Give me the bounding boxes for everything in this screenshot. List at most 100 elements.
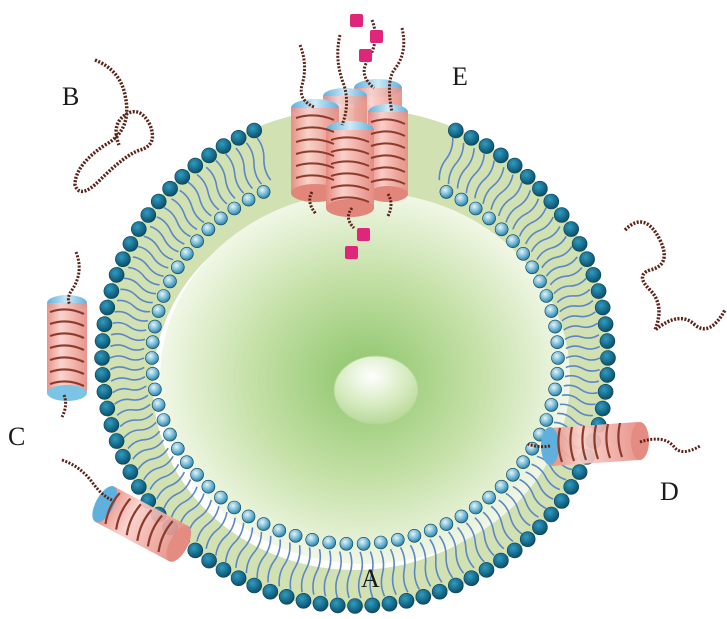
lipid-head-group — [591, 284, 606, 299]
lipid-head-group — [580, 252, 595, 267]
label-c: C — [8, 424, 25, 450]
lipid-head-group — [146, 367, 159, 380]
lipid-head-group — [549, 320, 562, 333]
transmembrane-protein-d — [528, 422, 700, 466]
lipid-head-group — [540, 414, 553, 427]
label-e: E — [452, 64, 468, 90]
lipid-head-group — [323, 536, 336, 549]
lipid-head-group — [95, 334, 110, 349]
lipid-head-group — [408, 529, 421, 542]
lipid-head-group — [279, 589, 294, 604]
lipid-head-group — [520, 169, 535, 184]
lipid-head-group — [171, 261, 184, 274]
lipid-head-group — [97, 317, 112, 332]
lipid-head-group — [600, 334, 615, 349]
lipid-head-group — [313, 596, 328, 611]
lipid-head-group — [191, 468, 204, 481]
lipid-head-group — [595, 401, 610, 416]
lipid-head-group — [564, 479, 579, 494]
lipid-head-group — [595, 300, 610, 315]
lipid-head-group — [545, 305, 558, 318]
lipid-head-group — [520, 532, 535, 547]
lipid-head-group — [464, 571, 479, 586]
lipid-head-group — [551, 336, 564, 349]
lipid-head-group — [455, 510, 468, 523]
lipid-head-group — [554, 494, 569, 509]
lipid-head-group — [382, 596, 397, 611]
lipid-head-group — [306, 533, 319, 546]
ligand — [359, 49, 372, 62]
lipid-head-group — [540, 290, 553, 303]
lipid-head-group — [164, 275, 177, 288]
lipid-head-group — [544, 507, 559, 522]
lipid-head-group — [495, 223, 508, 236]
ligand — [370, 30, 383, 43]
lipid-head-group — [564, 222, 579, 237]
lipid-head-group — [549, 383, 562, 396]
lipid-head-group — [365, 598, 380, 613]
lipid-head-group — [123, 465, 138, 480]
lipid-head-group — [152, 398, 165, 411]
lipid-head-group — [440, 518, 453, 531]
lipid-head-group — [455, 193, 468, 206]
lipid-head-group — [151, 194, 166, 209]
unstructured-chain — [300, 45, 314, 107]
lipid-head-group — [115, 252, 130, 267]
lipid-head-group — [157, 290, 170, 303]
lipid-head-group — [242, 510, 255, 523]
lipid-head-group — [464, 130, 479, 145]
unstructured-chain-b — [75, 60, 152, 191]
lipid-head-group — [424, 524, 437, 537]
lipid-head-group — [214, 491, 227, 504]
label-d: D — [660, 479, 679, 505]
label-b: B — [62, 84, 79, 110]
unstructured-chain — [640, 439, 700, 451]
lipid-head-group — [517, 247, 530, 260]
lipid-head-group — [214, 212, 227, 225]
lipid-head-group — [231, 130, 246, 145]
channel-protein-e — [291, 20, 408, 228]
transmembrane-protein-c — [47, 252, 87, 417]
helix-cylinder — [326, 121, 374, 217]
lipid-head-group — [507, 543, 522, 558]
lipid-head-group — [493, 148, 508, 163]
lipid-head-group — [586, 267, 601, 282]
nucleus — [334, 356, 418, 424]
lipid-head-group — [228, 501, 241, 514]
lipid-head-group — [188, 543, 203, 558]
lipid-head-group — [242, 193, 255, 206]
lipid-head-group — [100, 300, 115, 315]
lipid-head-group — [131, 479, 146, 494]
lipid-head-group — [152, 305, 165, 318]
lipid-head-group — [598, 317, 613, 332]
lipid-head-group — [146, 336, 159, 349]
lipid-head-group — [104, 417, 119, 432]
lipid-head-group — [506, 468, 519, 481]
lipid-head-group — [146, 352, 159, 365]
lipid-head-group — [493, 553, 508, 568]
lipid-head-group — [495, 480, 508, 493]
lipid-head-group — [506, 235, 519, 248]
lipid-head-group — [273, 524, 286, 537]
lipid-head-group — [202, 223, 215, 236]
lipid-head-group — [601, 351, 616, 366]
lipid-head-group — [180, 456, 193, 469]
lipid-head-group — [448, 578, 463, 593]
lipid-head-group — [517, 456, 530, 469]
lipid-head-group — [572, 236, 587, 251]
label-a: A — [361, 566, 380, 592]
ligand — [357, 228, 370, 241]
ligand — [345, 246, 358, 259]
lipid-head-group — [216, 139, 231, 154]
lipid-head-group — [202, 480, 215, 493]
lipid-head-group — [600, 367, 615, 382]
lipid-head-group — [532, 520, 547, 535]
lipid-head-group — [416, 589, 431, 604]
lipid-head-group — [171, 442, 184, 455]
lipid-head-group — [469, 202, 482, 215]
lipid-head-group — [95, 351, 110, 366]
lipid-head-group — [202, 553, 217, 568]
lipid-head-group — [330, 598, 345, 613]
lipid-head-group — [175, 169, 190, 184]
lipid-head-group — [552, 352, 565, 365]
